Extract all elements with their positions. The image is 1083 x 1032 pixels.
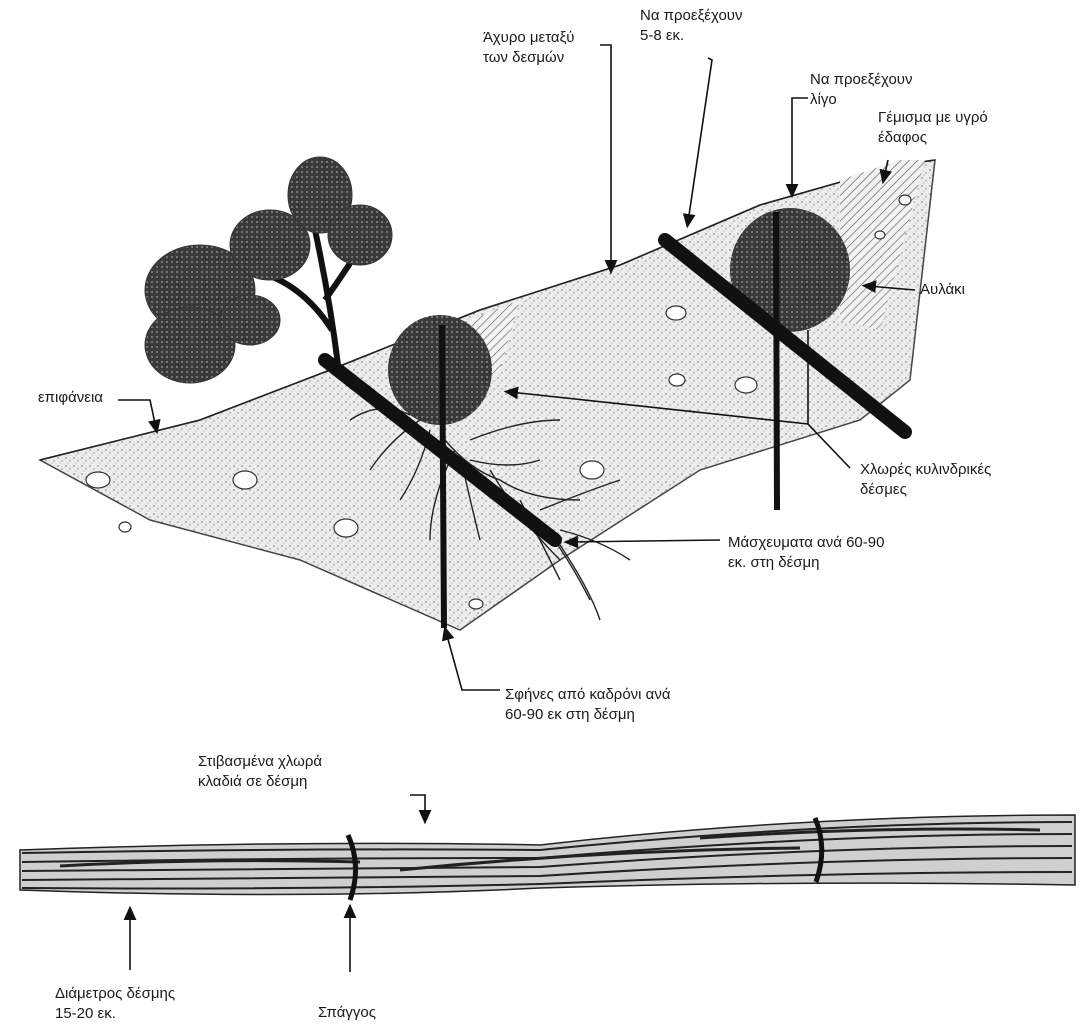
leader-protrude-5-8	[688, 58, 712, 222]
vertical-stake-lower	[442, 325, 444, 628]
label-live-cylindrical-bundles: Χλωρές κυλινδρικές δέσμες	[860, 460, 991, 500]
leader-protrude-slightly	[792, 98, 808, 192]
vertical-stake-upper	[776, 212, 777, 510]
label-wooden-stakes: Σφήνες από καδρόνι ανά 60-90 εκ στη δέσμ…	[505, 685, 671, 725]
leader-straw	[600, 45, 611, 268]
leader-stacked-branches	[410, 795, 425, 818]
shrub	[145, 157, 392, 383]
fascine-outline	[20, 815, 1075, 895]
shrub-foliage	[145, 157, 392, 383]
leader-surface	[118, 400, 156, 428]
label-trench: Αυλάκι	[920, 280, 965, 300]
fascine-bundle	[20, 815, 1075, 900]
label-protrude-slightly: Να προεξέχουν λίγο	[810, 70, 913, 110]
label-straw-between-bundles: Άχυρο μεταξύ των δεσμών	[483, 28, 575, 68]
label-fill-wet-soil: Γέμισμα με υγρό έδαφος	[878, 108, 988, 148]
label-surface: επιφάνεια	[38, 388, 103, 408]
label-twine: Σπάγγος	[318, 1003, 376, 1023]
label-cuttings-spacing: Μάσχευματα ανά 60-90 εκ. στη δέσμη	[728, 533, 884, 573]
label-stacked-branches: Στιβασμένα χλωρά κλαδιά σε δέσμη	[198, 752, 322, 792]
label-bundle-diameter: Διάμετρος δέσμης 15-20 εκ.	[55, 984, 175, 1024]
label-protrude-5-8-cm: Να προεξέχουν 5-8 εκ.	[640, 6, 743, 46]
leader-wooden-stakes	[446, 632, 500, 690]
